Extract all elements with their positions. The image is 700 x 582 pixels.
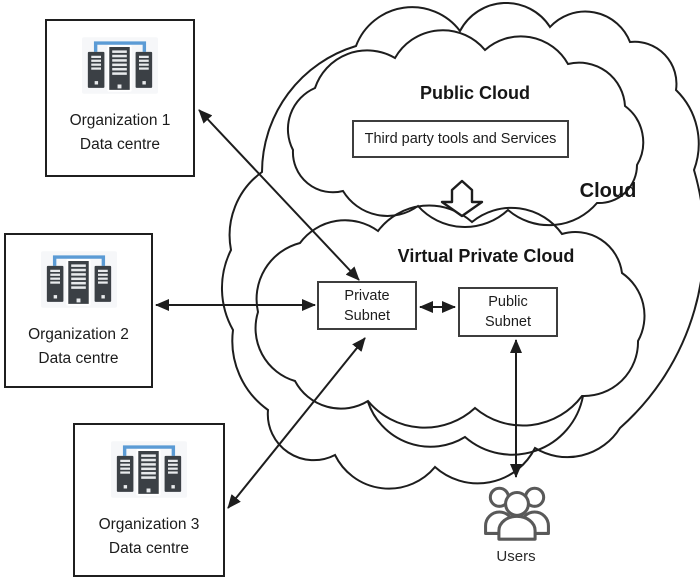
public-subnet-box: Public Subnet xyxy=(458,287,558,337)
org3-subtitle: Data centre xyxy=(108,540,190,557)
public-subnet-line1: Public xyxy=(488,294,528,310)
private-subnet-line1: Private xyxy=(344,287,390,304)
private-subnet-line2: Subnet xyxy=(344,307,390,324)
org2-subtitle: Data centre xyxy=(38,350,119,367)
public-subnet-line2: Subnet xyxy=(485,314,531,330)
org1-datacenter-box: Organization 1 Data centre xyxy=(45,19,195,177)
private-subnet-box: Private Subnet xyxy=(317,281,417,330)
third-party-tools-label: Third party tools and Services xyxy=(364,131,557,147)
arrow-org1-private-subnet xyxy=(198,109,360,281)
users-label: Users xyxy=(496,548,536,565)
block-arrow-down-icon xyxy=(440,179,484,218)
datacenter-servers-icon xyxy=(111,440,187,504)
outer-cloud-title: Cloud xyxy=(579,180,637,202)
cloud-bottom-scallops xyxy=(367,395,584,456)
org3-datacenter-box: Organization 3 Data centre xyxy=(73,423,225,577)
vpc-cloud-outline xyxy=(254,204,646,429)
arrow-org3-private-subnet xyxy=(227,337,366,509)
datacenter-servers-icon xyxy=(40,250,117,314)
third-party-tools-box: Third party tools and Services xyxy=(352,120,569,158)
org2-name: Organization 2 xyxy=(28,326,129,343)
org3-name: Organization 3 xyxy=(98,516,200,533)
org2-datacenter-box: Organization 2 Data centre xyxy=(4,233,153,388)
public-cloud-title: Public Cloud xyxy=(420,83,530,103)
users-group-icon xyxy=(477,481,557,549)
datacenter-servers-icon xyxy=(82,36,158,100)
public-cloud-outline xyxy=(286,29,645,228)
org1-subtitle: Data centre xyxy=(79,136,161,153)
vpc-title: Virtual Private Cloud xyxy=(397,246,575,266)
org1-name: Organization 1 xyxy=(69,112,171,129)
